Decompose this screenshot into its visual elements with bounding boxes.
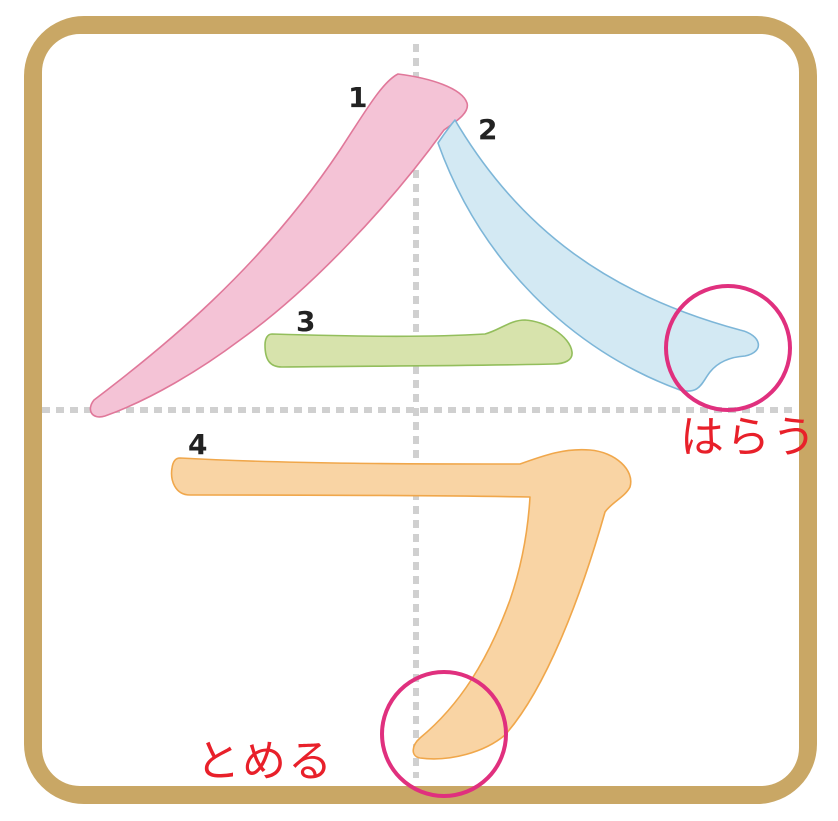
tomeru-label: とめる (196, 736, 334, 787)
harau-label: はらう (680, 412, 818, 463)
stroke-number-1: 1 (348, 81, 367, 114)
stroke-3-shape (264, 319, 573, 368)
stroke-number-2: 2 (478, 113, 497, 146)
tomeru-highlight-circle (380, 670, 508, 798)
stroke-2-shape (437, 119, 760, 392)
stroke-number-3: 3 (296, 305, 315, 338)
stroke-number-4: 4 (188, 428, 207, 461)
harau-highlight-circle (664, 284, 792, 412)
stroke-1-shape (89, 73, 469, 418)
stroke-4-shape (170, 448, 632, 760)
